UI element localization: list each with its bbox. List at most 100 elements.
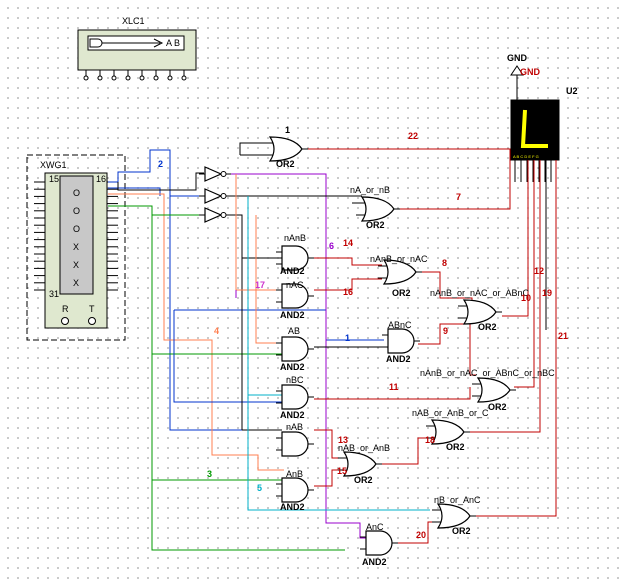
- net-label: 15: [337, 466, 347, 476]
- net-label: 12: [534, 266, 544, 276]
- wg-pin-label: X: [73, 260, 79, 270]
- gate-signal-label: nA_or_nB: [350, 185, 390, 195]
- gate-nab: nAB: [275, 422, 315, 457]
- gate-signal-label: nAnB_or_nAC_or_ABnC_or_nBC: [420, 368, 555, 378]
- gate-ab: AB AND2: [275, 326, 315, 372]
- wg-t-terminal-icon[interactable]: [88, 317, 96, 325]
- net-label: 19: [542, 288, 552, 298]
- wg-pin-label: O: [73, 188, 80, 198]
- gate-type-label: OR2: [488, 402, 507, 412]
- net-label: 2: [158, 159, 163, 169]
- ground-label: GND: [507, 53, 528, 63]
- wg-pin-label: O: [73, 224, 80, 234]
- gate-type-label: OR2: [392, 288, 411, 298]
- gate-big-or: nAnB_or_nAC_or_ABnC_or_nBC OR2: [420, 368, 555, 412]
- not-gate-b: [198, 188, 232, 204]
- gate-signal-label: nAC: [286, 280, 304, 290]
- net-label: 4: [214, 326, 219, 336]
- gate-signal-label: nBC: [286, 375, 304, 385]
- gate-anb: AnB AND2: [275, 469, 315, 512]
- gate-signal-label: nAB_or_AnB: [338, 443, 390, 453]
- seven-segment-display: U2 A B C D E F G: [510, 86, 578, 182]
- gate-type-label: OR2: [354, 475, 373, 485]
- gate-nab-or-anb-or-c: nAB_or_AnB_or_C OR2: [412, 408, 489, 452]
- gate-nab-or-anb: nAB_or_AnB OR2: [337, 443, 390, 485]
- not-gate-a: [198, 166, 232, 182]
- display-segments-label: A B C D E F G: [513, 154, 539, 159]
- net-label: 20: [416, 530, 426, 540]
- logic-converter-designator: XLC1: [122, 16, 145, 26]
- wires: [108, 142, 557, 551]
- gate-nac: nAC AND2: [275, 280, 315, 320]
- gate-net-label: 1: [285, 125, 290, 135]
- net-label: 1: [345, 333, 350, 343]
- gate-type-label: OR2: [478, 322, 497, 332]
- wg-pin-label: O: [73, 206, 80, 216]
- gate-type-label: OR2: [452, 526, 471, 536]
- gate-type-label: OR2: [276, 159, 295, 169]
- net-label: 5: [257, 483, 262, 493]
- wg-pin-label: X: [73, 242, 79, 252]
- gate-type-label: AND2: [280, 266, 305, 276]
- pin-31-label: 31: [49, 289, 59, 299]
- gate-nanb: nAnB AND2: [275, 233, 315, 276]
- gate-type-label: OR2: [446, 442, 465, 452]
- gate-signal-label: nAB: [286, 422, 303, 432]
- net-label: 8: [442, 258, 447, 268]
- gate-nanb-or-nac: nAnB_or_nAC OR2: [370, 254, 428, 298]
- net-label: 10: [521, 293, 531, 303]
- gate-type-label: OR2: [366, 220, 385, 230]
- gate-type-label: AND2: [280, 362, 305, 372]
- gate-signal-label: AB: [288, 326, 300, 336]
- net-label: 21: [558, 331, 568, 341]
- gate-signal-label: nAnB_or_nAC_or_ABnC: [430, 288, 530, 298]
- gate-signal-label: nAnB_or_nAC: [370, 254, 428, 264]
- ground-symbol: GND GND: [507, 53, 541, 100]
- wg-pin-label: X: [73, 278, 79, 288]
- word-generator[interactable]: XWG1 15 16 31 O O O X X X R T: [26, 154, 126, 341]
- gate-nb-or-anc: nB_or_AnC OR2: [431, 495, 481, 536]
- gate-signal-label: nAB_or_AnB_or_C: [412, 408, 489, 418]
- logic-converter-label: A B: [166, 38, 180, 48]
- wg-t-label: T: [89, 304, 95, 314]
- word-generator-designator: XWG1: [40, 160, 67, 170]
- gate-type-label: AND2: [280, 502, 305, 512]
- net-label: 22: [408, 131, 418, 141]
- display-designator: U2: [566, 86, 578, 96]
- gate-type-label: AND2: [362, 557, 387, 567]
- pin-16-label: 16: [96, 174, 106, 184]
- net-label: 11: [389, 382, 399, 392]
- gate-signal-label: ABnC: [388, 320, 412, 330]
- wg-r-label: R: [62, 304, 69, 314]
- net-label: 6: [329, 241, 334, 251]
- net-label: 17: [255, 280, 265, 290]
- gate-signal-label: AnB: [286, 469, 303, 479]
- gate-anc: AnC AND2: [359, 522, 399, 567]
- gate-symbol-icon: [89, 38, 103, 48]
- gate-abnc: ABnC AND2: [381, 320, 421, 364]
- display-digit-icon: [520, 109, 548, 148]
- not-gate-c: [198, 207, 232, 223]
- gate-na-or-nb: nA_or_nB OR2: [350, 185, 401, 230]
- wg-r-terminal-icon[interactable]: [61, 317, 69, 325]
- arrow-right-icon: [153, 38, 164, 48]
- net-label: 9: [443, 326, 448, 336]
- wg-left-pins: [34, 181, 45, 291]
- gate-or-top: 1 OR2: [263, 125, 309, 169]
- gate-type-label: AND2: [386, 354, 411, 364]
- gate-type-label: AND2: [280, 310, 305, 320]
- logic-converter[interactable]: XLC1 A B: [77, 16, 197, 81]
- gate-type-label: AND2: [280, 410, 305, 420]
- gate-signal-label: nAnB: [284, 233, 306, 243]
- net-label: 7: [456, 192, 461, 202]
- gate-nbc: nBC AND2: [275, 375, 315, 420]
- net-labels: 2 3 4 5 6 7 8 9 10 11 12 13 14 15 16 17 …: [158, 131, 568, 540]
- not-gates: [198, 166, 232, 223]
- net-label: 13: [338, 435, 348, 445]
- wg-right-pins: [107, 181, 118, 291]
- gate-signal-label: AnC: [366, 522, 384, 532]
- net-label: 18: [425, 435, 435, 445]
- net-label: 16: [343, 287, 353, 297]
- ground-net-label: GND: [520, 67, 541, 77]
